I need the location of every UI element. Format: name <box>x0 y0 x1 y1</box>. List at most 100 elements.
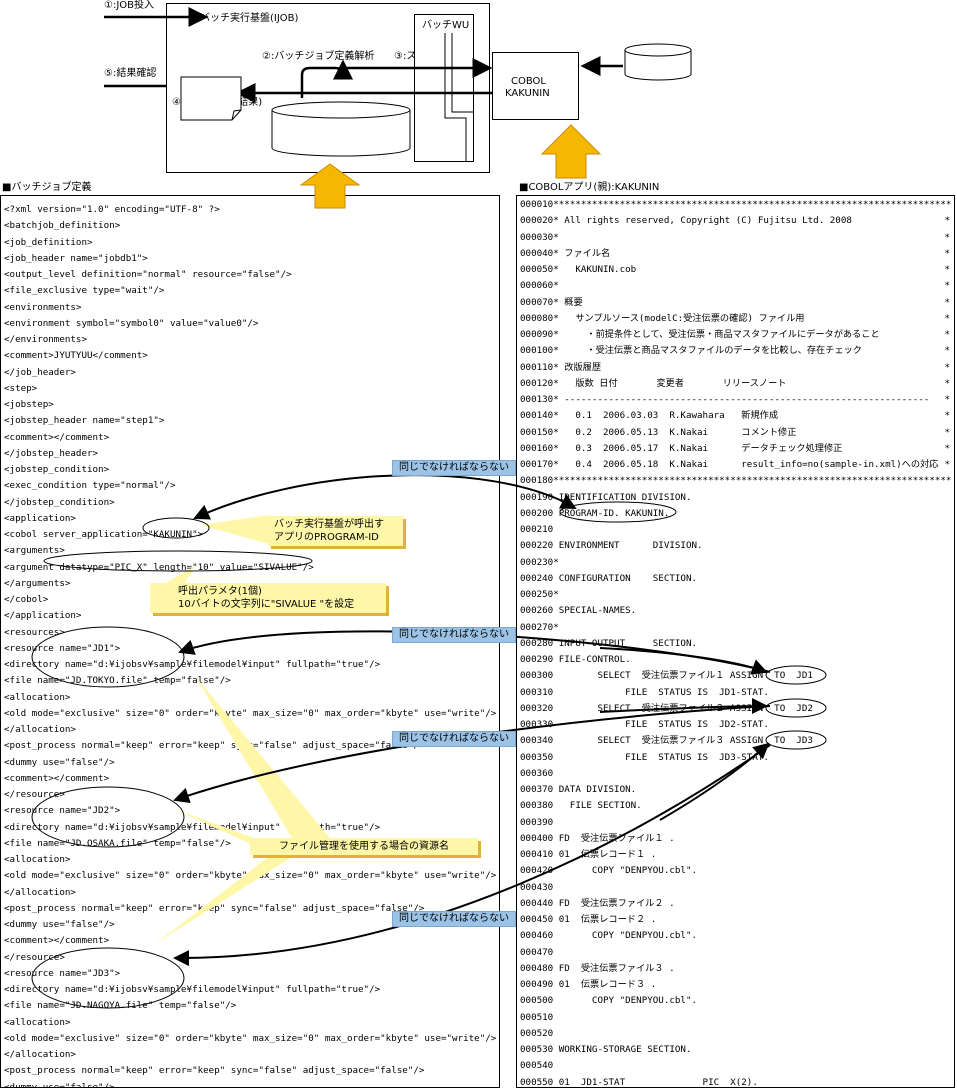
cobol-line: 000270* <box>520 620 952 636</box>
cobol-line-text: 000210 <box>520 524 554 535</box>
cobol-line: 000090* ・前提条件として、受注伝票・商品マスタファイルにデータがあること… <box>520 327 952 343</box>
cobol-line-text: 000190 IDENTIFICATION DIVISION. <box>520 491 692 503</box>
cobol-line: 000440 FD 受注伝票ファイル２ . <box>520 896 952 912</box>
cobol-line: 000050* KAKUNIN.cob* <box>520 262 952 278</box>
cobol-line-text: 000150* 0.2 2006.05.13 K.Nakai コメント修正 <box>520 426 797 438</box>
cobol-line-end-marker: * <box>944 231 950 243</box>
xml-line: <file name="JD.NAGOYA.file" temp="false"… <box>4 1000 237 1012</box>
must-match-label-3: 同じでなければならない <box>392 731 516 747</box>
orange-arrow-cobol <box>540 124 602 179</box>
cobol-line-text: 000370 DATA DIVISION. <box>520 784 637 795</box>
cobol-line: 000250* <box>520 587 952 603</box>
cobol-line-text: 000110* 改版履歴 <box>520 361 602 373</box>
cobol-line: 000190 IDENTIFICATION DIVISION. <box>520 490 952 506</box>
cobol-line-text: 000540 <box>520 1060 554 1072</box>
cobol-line: 000530 WORKING-STORAGE SECTION. <box>520 1042 952 1058</box>
cobol-line-text: 000360 <box>520 767 554 779</box>
cobol-line: 000500 COPY "DENPYOU.cbl". <box>520 993 952 1009</box>
cobol-line-text: 000500 COPY "DENPYOU.cbl". <box>520 995 698 1007</box>
app-note-line1: バッチ実行基盤が呼出す <box>274 519 384 530</box>
xml-line: <output_level definition="normal" resour… <box>4 269 292 280</box>
cobol-line: 000240 CONFIGURATION SECTION. <box>520 571 952 587</box>
xml-line: <step> <box>4 382 38 394</box>
cobol-line-text: 000060* <box>520 280 559 292</box>
xml-line: </job_header> <box>4 366 76 378</box>
xml-line: </resource> <box>4 951 65 963</box>
cobol-line-text: 000280 INPUT-OUTPUT SECTION. <box>520 637 698 649</box>
cobol-line: 000320 SELECT 受注伝票ファイル２ ASSIGN TO JD2 <box>520 701 952 717</box>
xml-line: </allocation> <box>4 1049 76 1060</box>
cobol-line-text: 000070* 概要 <box>520 296 583 308</box>
cobol-line-text: 000330 FILE STATUS IS JD2-STAT. <box>520 719 769 730</box>
cobol-line-text: 000380 FILE SECTION. <box>520 800 642 812</box>
xml-line: </cobol> <box>4 594 49 605</box>
cobol-line-text: 000140* 0.1 2006.03.03 R.Kawahara 新規作成 <box>520 410 779 422</box>
cobol-line: 000420 COPY "DENPYOU.cbl". <box>520 863 952 879</box>
cobol-line: 000080* サンプルソース(modelC:受注伝票の確認) ファイル用* <box>520 311 952 327</box>
parse-label: ②:バッチジョブ定義解析 <box>262 51 375 62</box>
cobol-line: 000260 SPECIAL-NAMES. <box>520 603 952 619</box>
xml-line: <directory name="d:¥ijobsv¥sample¥filemo… <box>4 984 381 995</box>
cobol-line-text: 000460 COPY "DENPYOU.cbl". <box>520 930 698 942</box>
cobol-line-text: 000420 COPY "DENPYOU.cbl". <box>520 865 698 877</box>
cobol-line-text: 000510 <box>520 1011 554 1023</box>
resource-note-text: ファイル管理を使用する場合の資源名 <box>279 841 449 852</box>
cobol-line: 000330 FILE STATUS IS JD2-STAT. <box>520 717 952 733</box>
cobol-line-end-marker: * <box>944 247 950 259</box>
cobol-line-text: 000050* KAKUNIN.cob <box>520 264 637 275</box>
cobol-line-text: 000090* ・前提条件として、受注伝票・商品マスタファイルにデータがあること <box>520 329 880 340</box>
xml-line: <jobstep_header name="step1"> <box>4 415 165 427</box>
xml-line: <old mode="exclusive" size="0" order="kb… <box>4 707 497 719</box>
resource-note: ファイル管理を使用する場合の資源名 <box>250 838 478 855</box>
job-log-label: ④:ジョブログ(結果) <box>172 97 263 108</box>
cobol-line-text: 000300 SELECT 受注伝票ファイル１ ASSIGN TO JD1 <box>520 670 813 682</box>
xml-line: <environment symbol="symbol0" value="val… <box>4 317 259 329</box>
xml-line: <jobstep_condition> <box>4 464 110 475</box>
cobol-line: 000360 <box>520 766 952 782</box>
cobol-line-text: 000120* 版数 日付 変更者 リリースノート <box>520 377 787 389</box>
cobol-line-text: 000410 01 伝票レコード１ . <box>520 849 657 860</box>
xml-line: </resource> <box>4 789 65 800</box>
cobol-line-text: 000260 SPECIAL-NAMES. <box>520 605 637 617</box>
cobol-line-text: 000530 WORKING-STORAGE SECTION. <box>520 1044 692 1055</box>
cobol-line: 000380 FILE SECTION. <box>520 798 952 814</box>
cobol-line-end-marker: * <box>944 215 950 227</box>
xml-line: <resource name="JD1"> <box>4 642 121 654</box>
cobol-box <box>492 52 579 120</box>
cobol-line: 000430 <box>520 880 952 896</box>
cobol-line: 000170* 0.4 2006.05.18 K.Nakai result_in… <box>520 457 952 473</box>
cobol-line-text: 000550 01 JD1-STAT PIC X(2). <box>520 1076 758 1088</box>
xml-line: </allocation> <box>4 886 76 898</box>
cobol-line-text: 000180**********************************… <box>520 475 952 487</box>
cobol-line: 000450 01 伝票レコード２ . <box>520 912 952 928</box>
cobol-line-end-marker: * <box>944 329 950 340</box>
cobol-line-text: 000450 01 伝票レコード２ . <box>520 914 657 925</box>
cobol-line-end-marker: * <box>944 296 950 308</box>
right-panel-heading: ■COBOLアプリ(親):KAKUNIN <box>519 182 660 193</box>
xml-line: <file name="JD.TOKYO.file" temp="false"/… <box>4 675 231 687</box>
cobol-line: 000070* 概要 * <box>520 295 952 311</box>
cobol-line: 000120* 版数 日付 変更者 リリースノート* <box>520 376 952 392</box>
cobol-line: 000370 DATA DIVISION. <box>520 782 952 798</box>
cobol-line: 000200 PROGRAM-ID. KAKUNIN. <box>520 506 952 522</box>
xml-line: </allocation> <box>4 724 76 735</box>
cobol-line-text: 000480 FD 受注伝票ファイル３ . <box>520 962 675 974</box>
cobol-line: 000160* 0.3 2006.05.17 K.Nakai データチェック処理… <box>520 441 952 457</box>
cobol-line: 000290 FILE-CONTROL. <box>520 652 952 668</box>
cobol-line: 000550 01 JD1-STAT PIC X(2). <box>520 1075 952 1088</box>
cobol-line-text: 000010**********************************… <box>520 199 952 210</box>
cobol-line: 000470 <box>520 945 952 961</box>
cobol-line-text: 000310 FILE STATUS IS JD1-STAT. <box>520 686 769 698</box>
xml-line: <batchjob_definition> <box>4 220 121 232</box>
xml-line: <job_definition> <box>4 236 93 248</box>
cobol-line: 000480 FD 受注伝票ファイル３ . <box>520 961 952 977</box>
xml-line: <?xml version="1.0" encoding="UTF-8" ?> <box>4 204 220 215</box>
xml-line: <dummy use="false"/> <box>4 756 115 768</box>
xml-line: <comment></comment> <box>4 772 110 784</box>
cobol-line-text: 000400 FD 受注伝票ファイル１ . <box>520 832 675 844</box>
xml-line: <dummy use="false"/> <box>4 1081 115 1088</box>
cobol-line-text: 000170* 0.4 2006.05.18 K.Nakai result_in… <box>520 459 939 470</box>
job-submit-label: ①:JOB投入 <box>104 0 155 11</box>
cobol-line-text: 000040* ファイル名 <box>520 247 611 259</box>
xml-line: <argument datatype="PIC_X" length="10" v… <box>4 561 314 573</box>
